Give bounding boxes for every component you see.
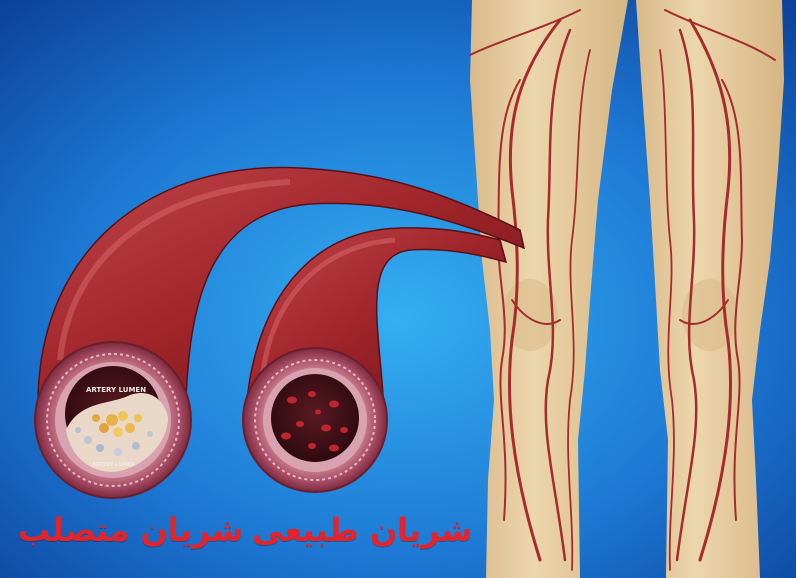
artery-lumen-label-lower: ARTERY LUMEN bbox=[92, 462, 135, 468]
hardened-artery-tube bbox=[37, 166, 526, 401]
blood-cells bbox=[281, 391, 348, 452]
normal-lumen bbox=[271, 374, 359, 462]
plaque-deposits bbox=[75, 411, 153, 456]
artery-lumen-label: ARTERY LUMEN bbox=[86, 386, 146, 394]
hardened-artery-cross-section: ARTERY LUMEN ARTERY LUMEN bbox=[34, 341, 192, 499]
normal-artery-cross-section bbox=[242, 347, 388, 493]
normal-artery-label: شريان طبيعى bbox=[252, 511, 473, 549]
leg-arteries bbox=[469, 9, 776, 571]
hardened-artery-label: شريان متصلب bbox=[18, 511, 244, 549]
